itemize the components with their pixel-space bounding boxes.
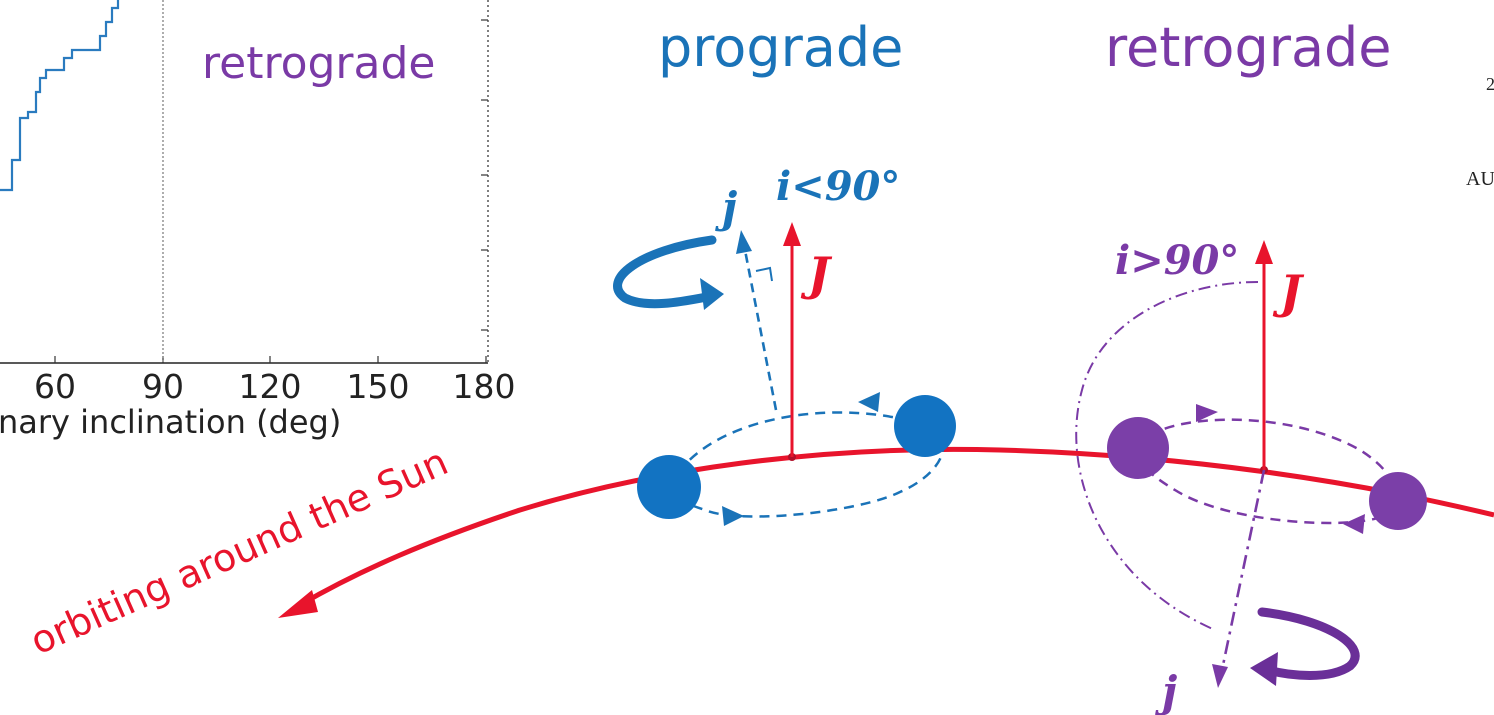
retrograde-inclination-label: i>90°	[1115, 237, 1239, 284]
prograde-orbit-arrow-bottom	[722, 506, 744, 526]
prograde-title: prograde	[658, 16, 903, 79]
orbit-path	[298, 446, 1494, 608]
prograde-binary: J j i<90°	[613, 163, 956, 526]
retrograde-j-label: j	[1155, 667, 1177, 715]
retrograde-J-label: J	[1272, 265, 1305, 319]
histogram-right-ticks	[481, 19, 488, 331]
prograde-j-vector	[742, 244, 778, 411]
retrograde-j-arrowhead	[1212, 664, 1228, 688]
retrograde-rotation-arrowhead	[1250, 652, 1278, 686]
histogram-step-line	[0, 0, 120, 192]
histogram-panel: retrograde 60 90 120 150 180 nary inclin…	[0, 0, 516, 441]
retrograde-j-vector	[1220, 469, 1266, 671]
histogram-tick-label: 120	[239, 367, 302, 406]
edge-text-au: AU	[1466, 168, 1494, 190]
prograde-orbit-arrow-top	[858, 392, 880, 412]
retrograde-inclination-arc	[1075, 281, 1259, 631]
prograde-rotation-arrow	[613, 235, 717, 309]
histogram-retrograde-label: retrograde	[202, 38, 435, 89]
histogram-tick-label: 90	[142, 367, 184, 406]
orbit-label: orbiting around the Sun	[24, 439, 455, 663]
prograde-j-arrowhead	[736, 230, 752, 254]
histogram-bottom-ticks	[54, 356, 487, 363]
retrograde-J-arrowhead	[1255, 240, 1273, 264]
prograde-body-right	[894, 395, 956, 457]
histogram-x-axis-label: nary inclination (deg)	[0, 403, 341, 441]
retrograde-title: retrograde	[1105, 16, 1392, 79]
retrograde-body-right	[1369, 472, 1427, 530]
retrograde-orbit-arrow-top	[1196, 404, 1218, 422]
prograde-right-angle-marker	[755, 266, 773, 282]
edge-text-number: 2	[1486, 74, 1494, 94]
prograde-j-label: j	[715, 183, 737, 232]
prograde-J-label: J	[800, 247, 833, 301]
retrograde-orbit-arrow-bottom	[1343, 514, 1365, 534]
histogram-tick-label: 150	[347, 367, 410, 406]
histogram-tick-label: 180	[453, 367, 516, 406]
retrograde-body-left	[1107, 417, 1169, 479]
retrograde-binary: J j i>90°	[1075, 237, 1427, 715]
prograde-body-left	[637, 455, 701, 519]
prograde-J-arrowhead	[783, 222, 801, 246]
prograde-rotation-arrowhead	[700, 278, 724, 310]
histogram-tick-label: 60	[34, 367, 76, 406]
prograde-inclination-label: i<90°	[776, 163, 900, 210]
retrograde-rotation-arrow	[1257, 607, 1360, 680]
heliocentric-orbit: orbiting around the Sun	[24, 439, 1494, 663]
orbit-arrowhead	[278, 590, 318, 618]
